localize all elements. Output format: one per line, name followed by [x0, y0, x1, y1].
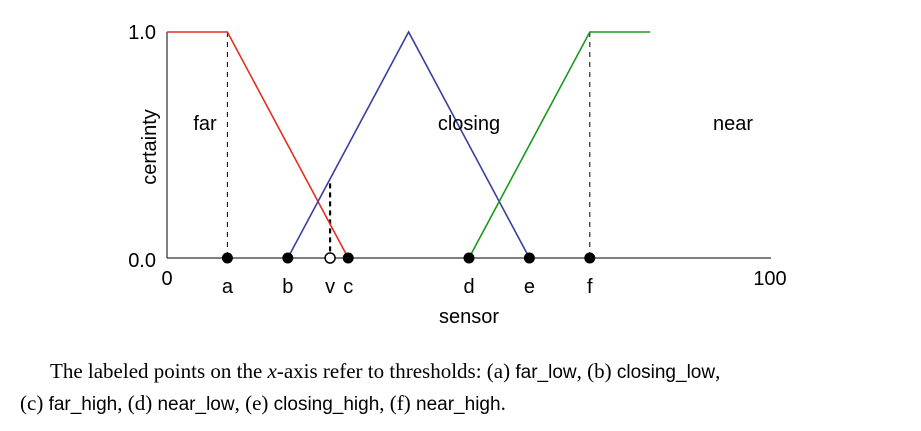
threshold-label-d: d — [463, 276, 474, 298]
y-axis-label: certainty — [139, 109, 161, 185]
series-label-near: near — [713, 113, 753, 135]
caption-text: -axis refer to thresholds: (a) — [276, 359, 516, 383]
caption-line-2: (c) far_high, (d) near_low, (e) closing_… — [20, 388, 915, 420]
input-label-v: v — [325, 276, 335, 298]
series-line-near — [468, 31, 651, 259]
threshold-label-f: f — [587, 276, 593, 298]
figure-caption: The labeled points on the x-axis refer t… — [20, 356, 915, 420]
threshold-label-a: a — [222, 276, 234, 298]
caption-text: , — [715, 359, 721, 383]
threshold-label-e: e — [524, 276, 535, 298]
caption-term-far-low: far_low — [515, 362, 577, 383]
caption-text: , (b) — [576, 359, 617, 383]
series-lines — [167, 30, 651, 259]
series-label-far: far — [193, 113, 217, 135]
caption-text: , (d) — [117, 391, 158, 415]
threshold-label-c: c — [343, 276, 353, 298]
caption-term-near-high: near_high — [416, 394, 501, 415]
caption-text: , (e) — [234, 391, 274, 415]
threshold-label-b: b — [282, 276, 293, 298]
caption-term-closing-low: closing_low — [616, 362, 716, 383]
y-tick-label-bottom: 0.0 — [128, 250, 156, 272]
caption-text: , (f) — [379, 391, 417, 415]
x-tick-label-end: 100 — [753, 268, 786, 290]
chart-labels: 1.0 0.0 0 100 certainty sensor far closi… — [128, 22, 787, 328]
threshold-guides — [226, 32, 591, 258]
series-label-closing: closing — [438, 113, 500, 135]
series-line-closing — [287, 30, 531, 259]
series-line-far — [167, 31, 349, 259]
threshold-point-a — [221, 252, 233, 264]
caption-term-closing-high: closing_high — [273, 394, 380, 415]
caption-variable: x — [267, 359, 277, 383]
membership-chart: a b c d e f v 1.0 0.0 0 100 certainty sensor f… — [128, 22, 787, 328]
x-axis-label: sensor — [439, 306, 499, 328]
threshold-point-e — [523, 252, 535, 264]
y-tick-label-top: 1.0 — [128, 22, 156, 44]
caption-term-near-low: near_low — [157, 394, 235, 415]
threshold-point-c — [342, 252, 354, 264]
input-point-v — [324, 252, 336, 264]
threshold-point-b — [282, 252, 294, 264]
caption-text: (c) — [20, 391, 49, 415]
threshold-point-f — [584, 252, 596, 264]
threshold-point-d — [463, 252, 475, 264]
caption-term-far-high: far_high — [48, 394, 118, 415]
caption-text: . — [500, 391, 506, 415]
caption-text: The labeled points on the — [50, 359, 268, 383]
caption-line-1: The labeled points on the x-axis refer t… — [20, 356, 915, 388]
x-tick-label-start: 0 — [161, 268, 172, 290]
